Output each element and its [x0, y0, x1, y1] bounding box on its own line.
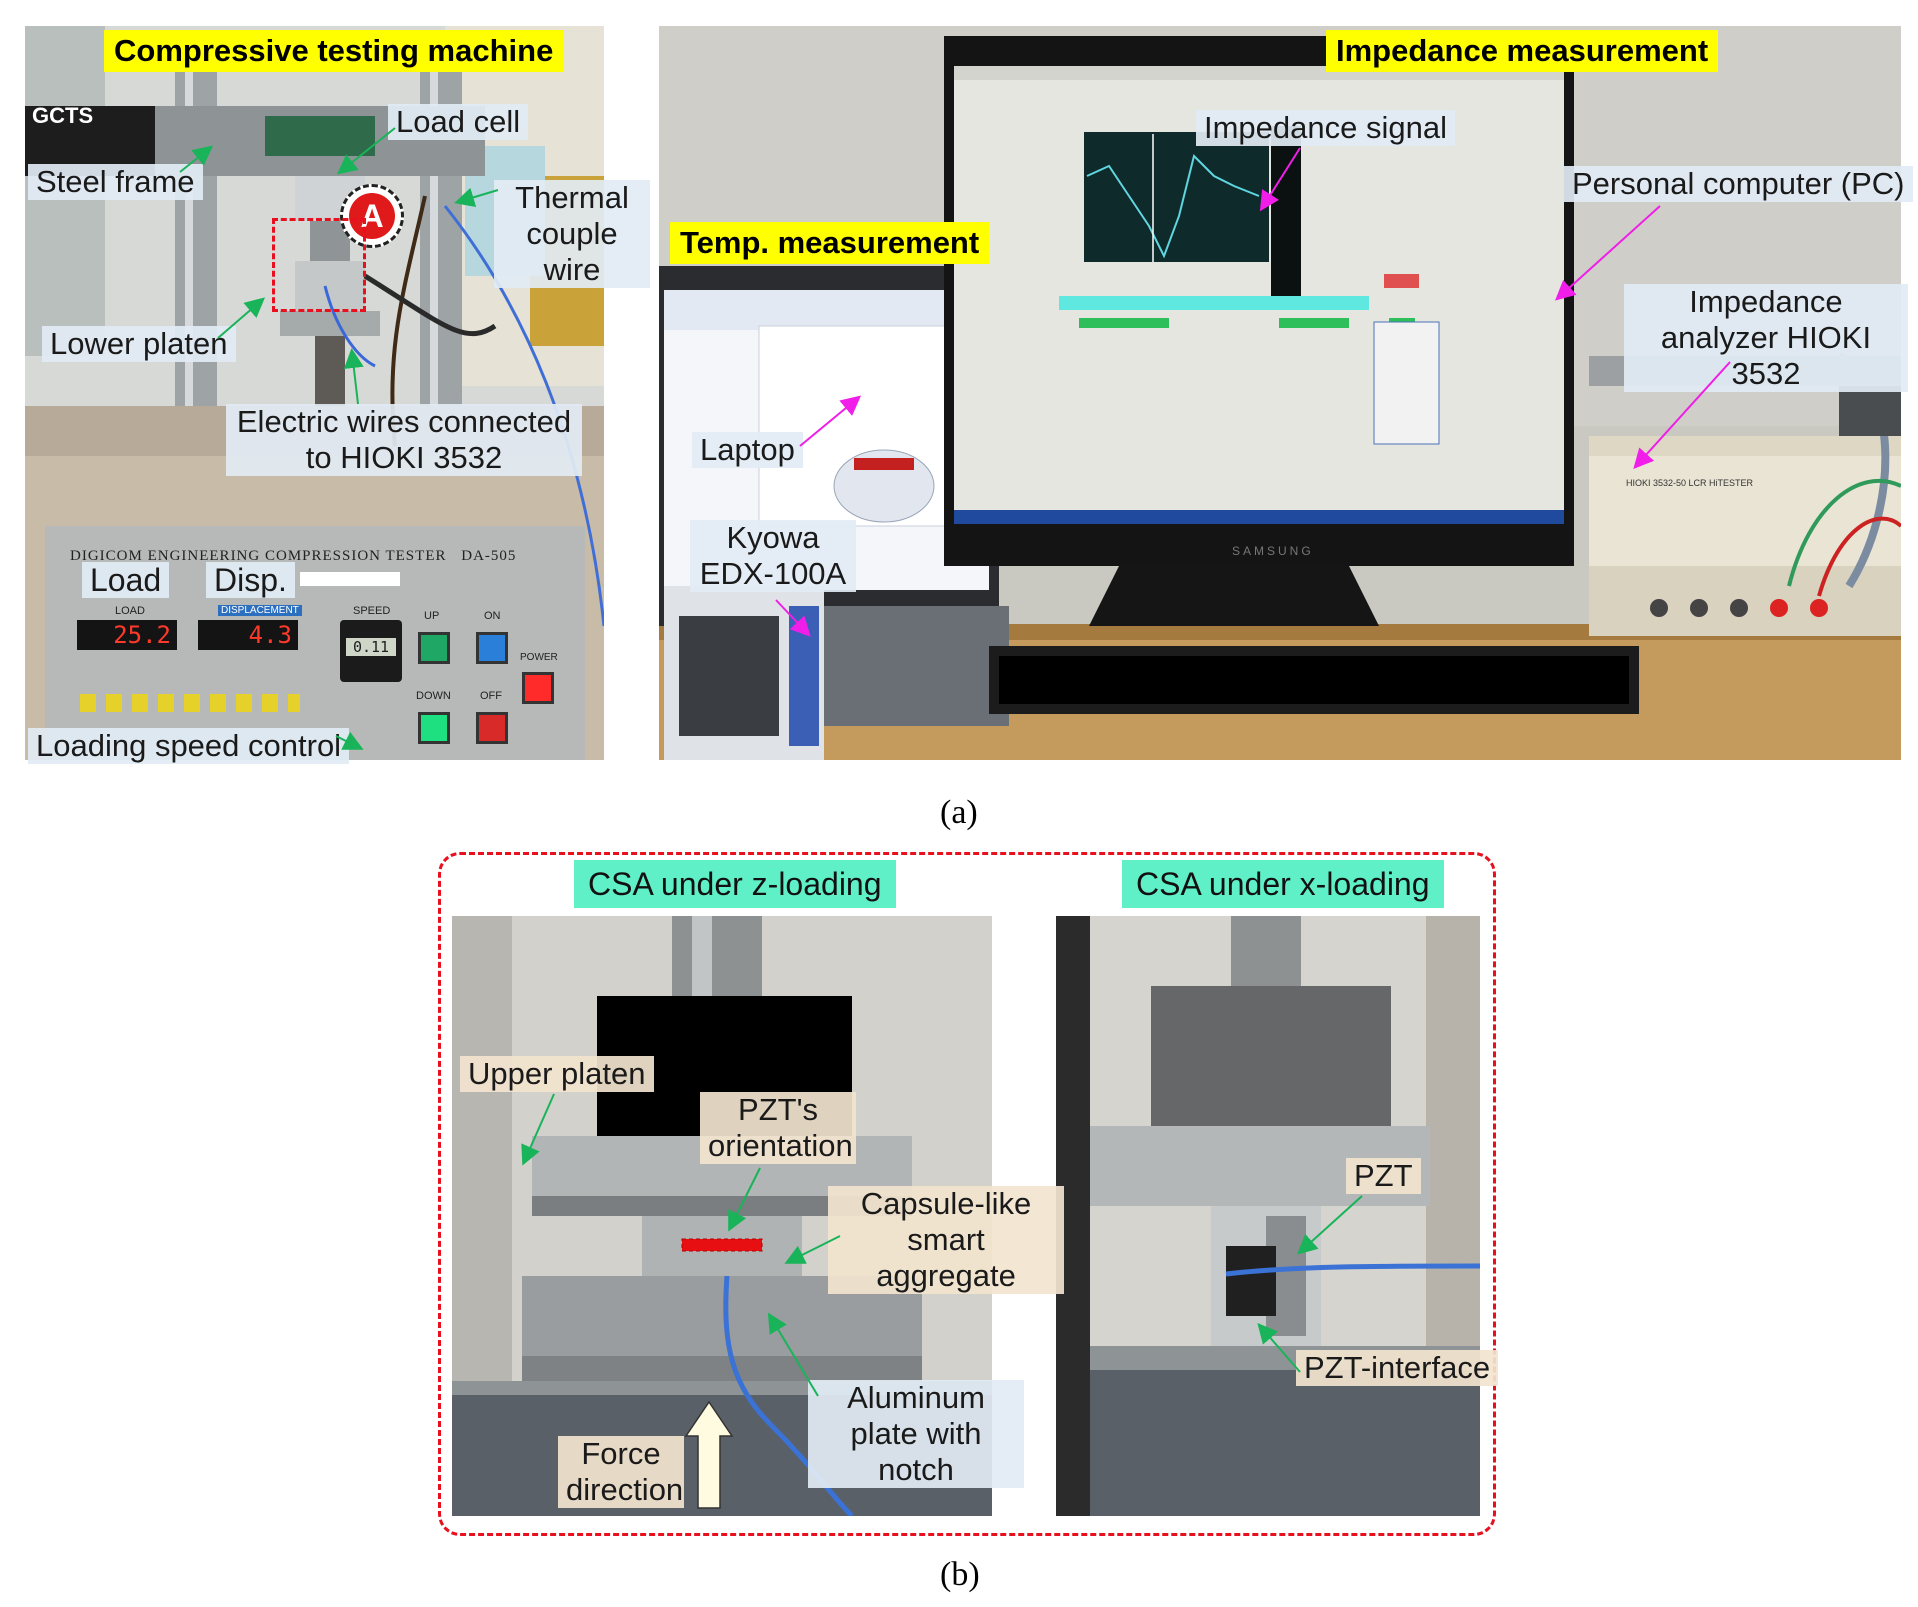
up-caption: UP	[424, 610, 440, 622]
temp-title: Temp. measurement	[670, 222, 990, 264]
x-loading-photo	[1056, 916, 1480, 1516]
force-direction-arrow	[684, 1400, 734, 1510]
power-caption: POWER	[520, 652, 558, 663]
label-load-cell: Load cell	[388, 104, 529, 140]
control-panel-text: DIGICOM ENGINEERING COMPRESSION TESTER D…	[70, 548, 516, 565]
speed-display: 0.11	[340, 620, 402, 682]
down-button[interactable]	[418, 712, 450, 744]
label-upper-platen: Upper platen	[460, 1056, 654, 1092]
caption-b: (b)	[940, 1556, 980, 1593]
speed-value: 0.11	[346, 638, 396, 656]
disp-value: 4.3	[248, 621, 292, 649]
label-impedance-signal: Impedance signal	[1196, 110, 1455, 146]
label-disp: Disp.	[206, 562, 295, 598]
label-steel-frame: Steel frame	[28, 164, 203, 200]
marker-a-text: A	[349, 193, 395, 239]
label-force-direction: Force direction	[558, 1436, 684, 1508]
caption-a: (a)	[940, 794, 978, 831]
load-value: 25.2	[113, 621, 171, 649]
impedance-setup-photo	[659, 26, 1901, 760]
specimen-highlight-box	[272, 218, 366, 312]
label-pzt-interface: PZT-interface	[1296, 1350, 1499, 1386]
down-caption: DOWN	[416, 690, 451, 702]
monitor-brand: SAMSUNG	[1232, 544, 1314, 558]
analyzer-front-text: HIOKI 3532-50 LCR HiTESTER	[1626, 478, 1754, 488]
brand-gcts: GCTS	[32, 103, 94, 128]
label-aluminum-plate: Aluminum plate with notch	[808, 1380, 1024, 1488]
compressive-title: Compressive testing machine	[104, 30, 564, 72]
on-button[interactable]	[476, 632, 508, 664]
label-loading-speed: Loading speed control	[28, 728, 350, 764]
model-text: DA-505	[461, 548, 517, 564]
up-button[interactable]	[418, 632, 450, 664]
yellow-knobs-row	[80, 694, 300, 712]
warning-sticker	[300, 572, 400, 586]
panel-b-dashed-frame	[438, 852, 1496, 1536]
label-laptop: Laptop	[692, 432, 803, 468]
label-load: Load	[82, 562, 170, 598]
marker-a: A	[340, 184, 404, 248]
label-personal-computer: Personal computer (PC)	[1564, 166, 1913, 202]
on-caption: ON	[484, 610, 501, 622]
label-lower-platen: Lower platen	[42, 326, 236, 362]
label-pzt: PZT	[1346, 1158, 1421, 1194]
x-loading-title: CSA under x-loading	[1122, 860, 1444, 908]
label-pzt-orientation: PZT's orientation	[700, 1092, 856, 1164]
z-loading-title: CSA under z-loading	[574, 860, 896, 908]
off-caption: OFF	[480, 690, 502, 702]
label-kyowa: Kyowa EDX-100A	[690, 520, 856, 592]
disp-caption: DISPLACEMENT	[218, 605, 302, 616]
label-electric-wires: Electric wires connected to HIOKI 3532	[226, 404, 582, 476]
load-display: 25.2	[77, 620, 177, 650]
panel-title-text: DIGICOM ENGINEERING COMPRESSION TESTER	[70, 548, 447, 564]
speed-caption: SPEED	[353, 605, 391, 617]
load-caption: LOAD	[115, 605, 145, 617]
power-button[interactable]	[522, 672, 554, 704]
disp-display: 4.3	[198, 620, 298, 650]
impedance-title: Impedance measurement	[1326, 30, 1719, 72]
off-button[interactable]	[476, 712, 508, 744]
label-capsule: Capsule-like smart aggregate	[828, 1186, 1064, 1294]
label-impedance-analyzer: Impedance analyzer HIOKI 3532	[1624, 284, 1908, 392]
label-thermal-couple: Thermal couple wire	[494, 180, 650, 288]
